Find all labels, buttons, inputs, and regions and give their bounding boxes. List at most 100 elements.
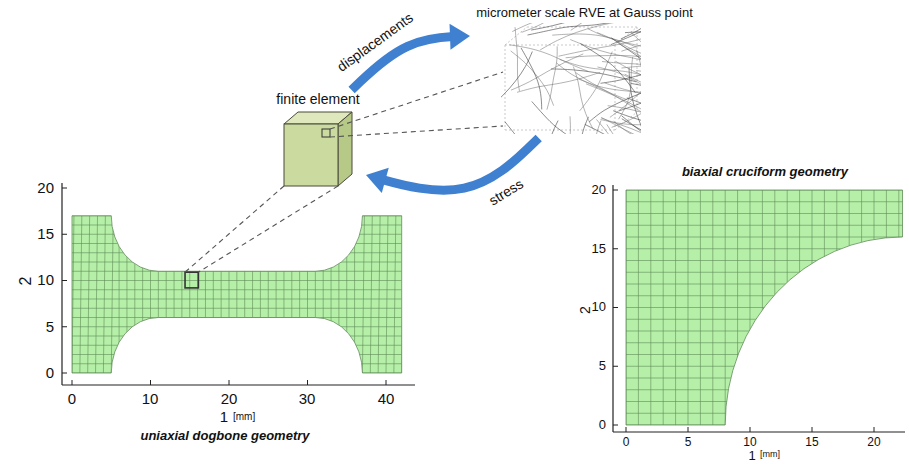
mesh-line (626, 213, 909, 214)
mesh-line (72, 215, 402, 216)
mesh-line (338, 216, 339, 373)
tick-mark (307, 380, 308, 385)
mesh-line (197, 216, 198, 373)
mesh-line (626, 389, 909, 390)
mesh-line (119, 216, 120, 373)
fiber (621, 23, 641, 39)
x-axis (62, 384, 415, 385)
mesh-line (229, 216, 230, 373)
rve-box-edge (615, 45, 616, 130)
axis-label: 20 (37, 180, 54, 197)
mesh-line (378, 216, 380, 373)
mesh-line (626, 307, 909, 308)
mesh-line (72, 262, 402, 263)
fiber (512, 23, 593, 32)
exchange-arrow (352, 24, 470, 90)
fiber (579, 79, 641, 94)
axis-label: 10 (743, 436, 756, 449)
axis-label: 20 (592, 183, 606, 197)
tick-mark (229, 380, 230, 385)
mesh-line (626, 319, 909, 320)
tick-mark (626, 427, 627, 432)
fiber (505, 122, 549, 134)
axis-label: 20 (867, 436, 880, 449)
tick-mark (613, 307, 618, 308)
mesh-line (72, 252, 402, 253)
axis-label: 15 (37, 226, 54, 243)
dashed-leader (330, 126, 503, 137)
fiber (619, 84, 641, 111)
mesh-line (72, 234, 402, 235)
mesh-line (354, 216, 355, 373)
tick-mark (62, 373, 67, 374)
arrow-label: stress (484, 175, 528, 210)
mesh-line (174, 216, 175, 373)
fiber (551, 69, 637, 82)
mesh-line (80, 216, 82, 373)
mesh-line (213, 216, 214, 373)
fiber (515, 27, 519, 91)
mesh-line (88, 216, 90, 373)
axis-label: [mm] (233, 411, 255, 422)
mesh-line (72, 225, 402, 226)
mesh-line (626, 366, 909, 367)
mesh-line (236, 216, 237, 373)
fiber (631, 83, 641, 103)
gauss-point-marker (322, 129, 330, 137)
fiber (588, 29, 641, 54)
mesh-line (626, 248, 909, 249)
mesh-line (626, 284, 909, 285)
fiber (611, 23, 641, 45)
axis-label: 30 (299, 391, 316, 408)
mesh-line (626, 378, 909, 379)
fiber (522, 23, 593, 32)
dogbone-specimen (72, 216, 402, 373)
mesh-line (283, 216, 284, 373)
fiber (619, 57, 633, 119)
tick-mark (613, 425, 618, 426)
tick-mark (72, 380, 73, 385)
mesh-line (142, 216, 143, 373)
mesh-line (158, 216, 159, 373)
axis-label: 20 (221, 391, 238, 408)
tick-mark (812, 427, 813, 432)
rve-node: micrometer scale RVE at Gauss point (470, 4, 699, 138)
mesh-line (72, 308, 402, 309)
fiber (595, 121, 601, 134)
axis-label: 10 (592, 300, 606, 314)
axis-label: 5 (599, 359, 606, 373)
mesh-line (626, 331, 909, 332)
node-label: micrometer scale RVE at Gauss point (470, 4, 699, 21)
plot-caption: biaxial cruciform geometry (682, 165, 848, 179)
fiber (570, 40, 641, 63)
mesh-line (72, 354, 402, 355)
mesh-line (299, 216, 300, 373)
mesh-line (134, 216, 135, 373)
mesh-line (111, 216, 113, 373)
axis-label: 15 (805, 436, 818, 449)
y-axis (61, 183, 62, 385)
fiber (601, 118, 641, 134)
mesh-line (181, 216, 182, 373)
mesh-line (189, 216, 190, 373)
mesh-line (626, 201, 909, 202)
mesh-line (323, 216, 324, 373)
tick-mark (62, 326, 67, 327)
mesh-line (331, 216, 332, 373)
mesh-line (103, 216, 105, 373)
fiber (619, 44, 641, 89)
axis-label: 5 (685, 436, 692, 449)
arrow-head (450, 24, 470, 50)
mesh-line (72, 289, 402, 290)
axis-label: 40 (378, 391, 395, 408)
mesh-line (626, 260, 909, 261)
axis-label: 5 (46, 319, 54, 336)
tick-mark (62, 188, 67, 189)
fiber (537, 121, 558, 134)
tick-mark (874, 427, 875, 432)
mesh-line (276, 216, 277, 373)
mesh-line (346, 216, 347, 373)
mesh-line (362, 216, 364, 373)
mesh-line (150, 216, 151, 373)
